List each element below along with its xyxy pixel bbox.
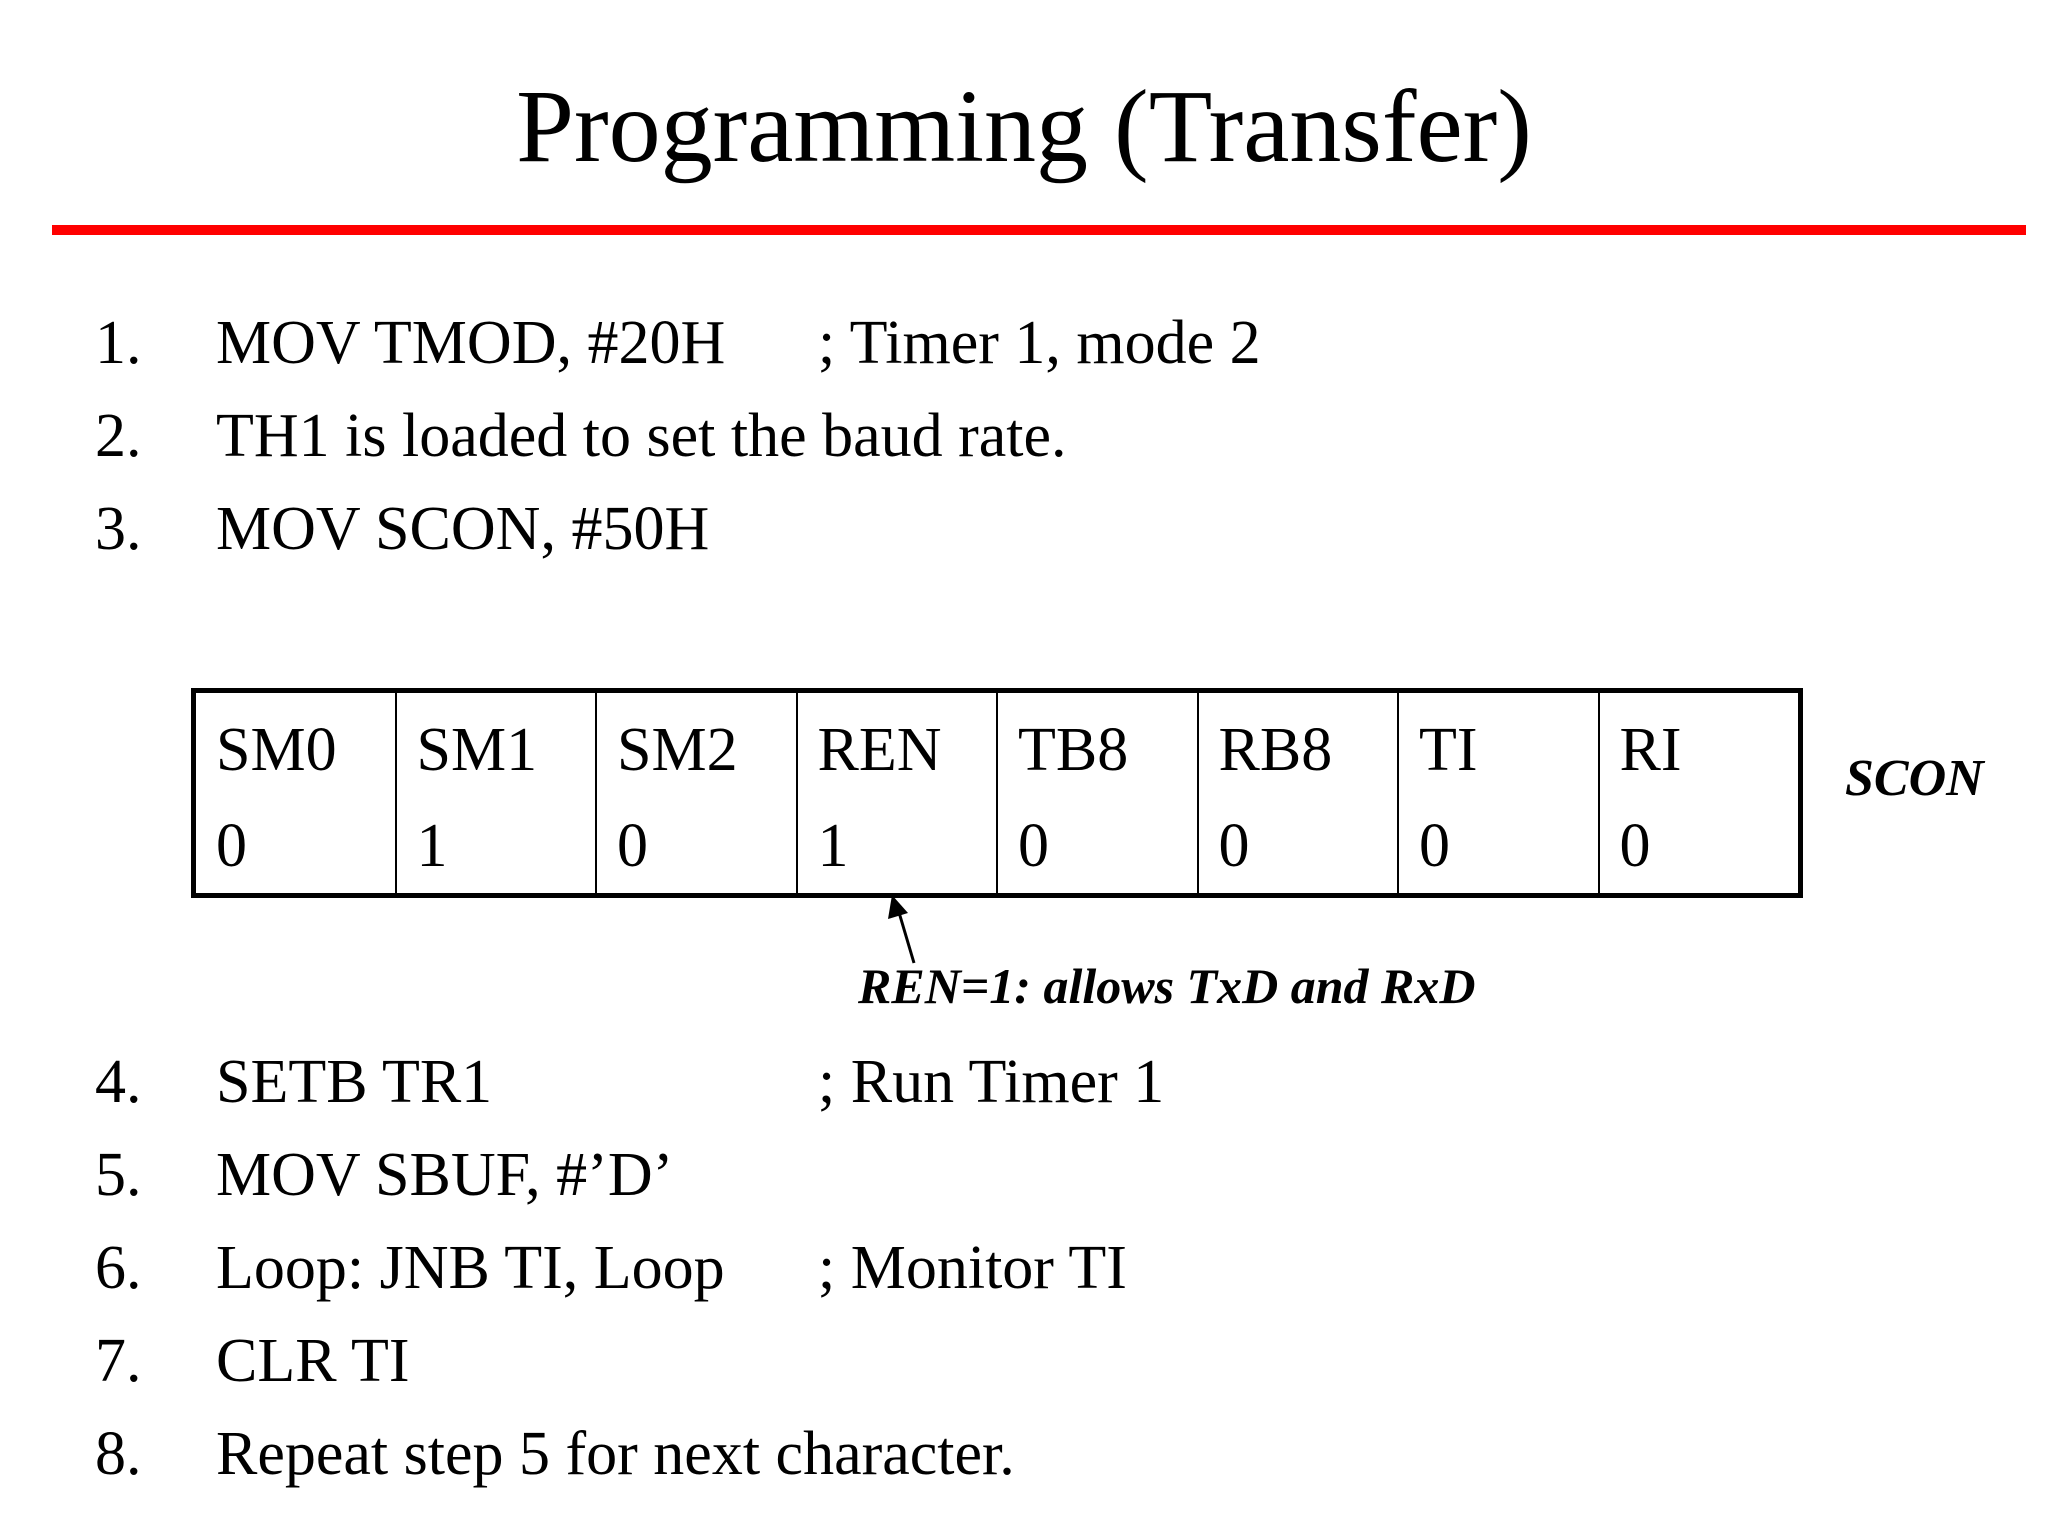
scon-register-table: SM0 0 SM1 1 SM2 0 REN 1 TB8 0 RB8 0 TI 0…	[191, 688, 1803, 898]
step-code: TH1 is loaded to set the baud rate.	[216, 402, 1067, 470]
step-number: 8.	[95, 1420, 142, 1488]
bit-value: 0	[617, 812, 648, 880]
step-code: SETB TR1	[216, 1048, 493, 1116]
bit-value: 1	[817, 812, 849, 880]
bit-name: TB8	[1018, 716, 1129, 784]
step-comment: ; Run Timer 1	[818, 1048, 1165, 1116]
bit-value: 0	[1218, 812, 1250, 880]
register-bit-ren: REN 1	[795, 693, 997, 893]
bit-name: SM2	[617, 716, 738, 784]
step-number: 1.	[95, 309, 142, 377]
register-bit-sm2: SM2 0	[595, 693, 796, 893]
register-bit-rb8: RB8 0	[1196, 693, 1398, 893]
register-bit-ri: RI 0	[1597, 693, 1799, 893]
register-bit-sm0: SM0 0	[196, 693, 395, 893]
register-label: SCON	[1845, 750, 1984, 807]
bit-value: 0	[216, 812, 247, 880]
step-number: 5.	[95, 1141, 142, 1209]
slide-title: Programming (Transfer)	[516, 69, 1532, 184]
bit-name: SM0	[216, 716, 337, 784]
bit-name: REN	[817, 716, 942, 784]
title-underline	[52, 225, 2026, 235]
step-number: 7.	[95, 1327, 142, 1395]
bit-value: 1	[416, 812, 448, 880]
bit-name: SM1	[416, 716, 538, 784]
bit-name: RI	[1619, 716, 1682, 784]
bit-name: TI	[1419, 716, 1478, 784]
step-code: CLR TI	[216, 1327, 410, 1395]
step-number: 2.	[95, 402, 142, 470]
ren-annotation: REN=1: allows TxD and RxD	[858, 958, 1476, 1014]
step-comment: ; Monitor TI	[818, 1234, 1127, 1302]
register-bit-sm1: SM1 1	[394, 693, 596, 893]
step-number: 4.	[95, 1048, 142, 1116]
step-number: 6.	[95, 1234, 142, 1302]
step-number: 3.	[95, 495, 142, 563]
bit-value: 0	[1419, 812, 1450, 880]
step-code: MOV SCON, #50H	[216, 495, 710, 563]
step-code: Loop: JNB TI, Loop	[216, 1234, 725, 1302]
step-code: MOV SBUF, #’D’	[216, 1141, 674, 1209]
step-comment: ; Timer 1, mode 2	[818, 309, 1261, 377]
register-bit-tb8: TB8 0	[996, 693, 1197, 893]
annotation-arrow-icon	[888, 895, 916, 964]
bit-value: 0	[1619, 812, 1651, 880]
step-code: Repeat step 5 for next character.	[216, 1420, 1015, 1488]
register-bit-ti: TI 0	[1397, 693, 1598, 893]
bit-name: RB8	[1218, 716, 1333, 784]
step-code: MOV TMOD, #20H	[216, 309, 726, 377]
bit-value: 0	[1018, 812, 1049, 880]
